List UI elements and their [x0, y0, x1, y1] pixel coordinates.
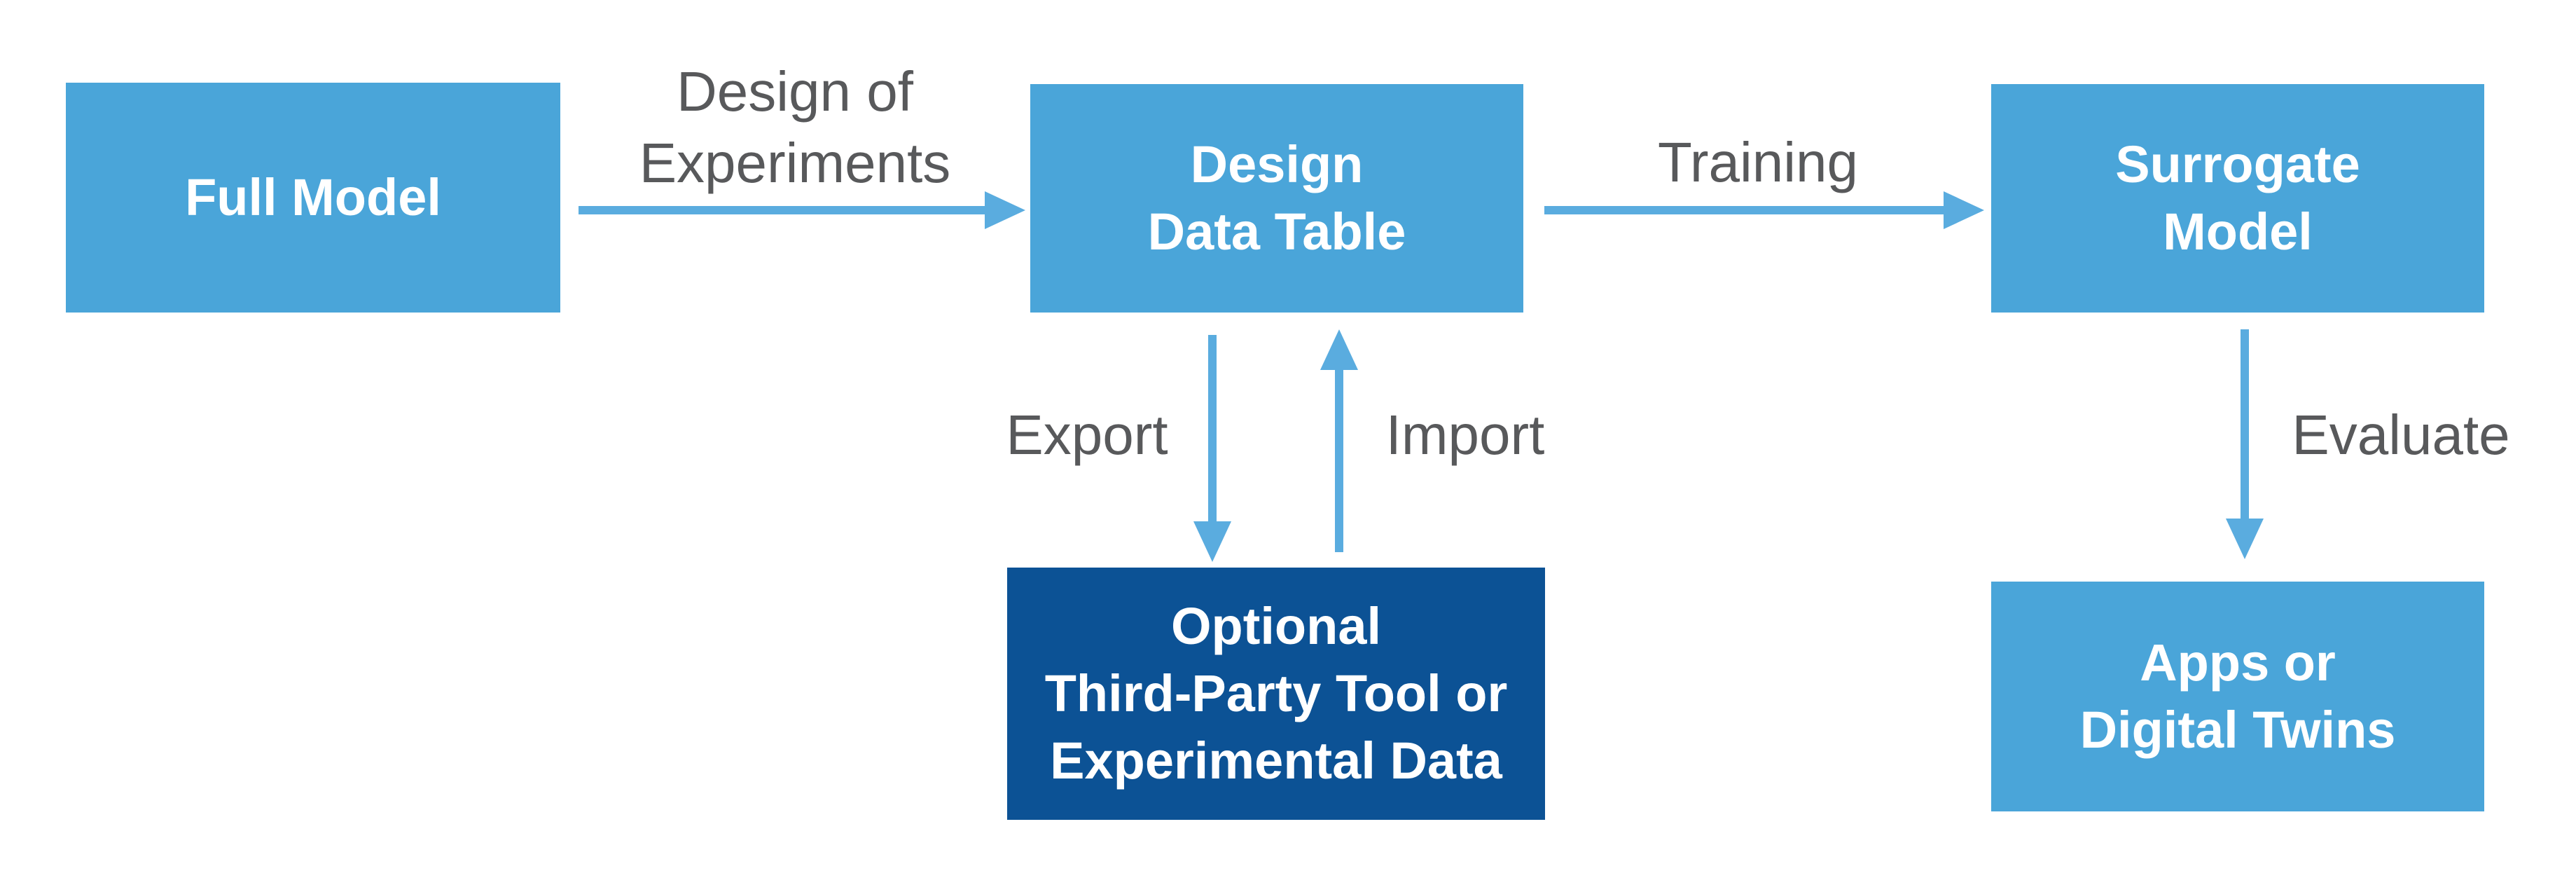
node-label-line: Design: [1190, 135, 1364, 193]
node-label-line: Model: [2163, 203, 2313, 261]
evaluate-label: Evaluate: [2292, 404, 2510, 466]
node-label-line: Data Table: [1147, 203, 1406, 261]
design-of-experiments-label: Design of Experiments: [639, 56, 951, 199]
arrow-head: [1320, 329, 1358, 370]
arrow-shaft: [1208, 335, 1217, 521]
training-label: Training: [1657, 131, 1859, 193]
node-label-line: Optional: [1170, 597, 1382, 655]
arrow-head: [1944, 191, 1984, 229]
node-label-line: Apps or: [2140, 633, 2336, 692]
arrow-shaft: [2241, 329, 2249, 519]
node-label-line: Full Model: [185, 168, 441, 226]
edge-label-line: Experiments: [639, 132, 951, 194]
arrow-head: [2226, 519, 2264, 559]
full-model-node: Full Model: [66, 83, 560, 313]
arrow-head: [985, 191, 1025, 229]
apps-digital-twins-node: Apps or Digital Twins: [1991, 582, 2484, 811]
arrow-shaft: [1544, 206, 1944, 214]
surrogate-model-node: Surrogate Model: [1991, 84, 2484, 313]
arrow-head: [1193, 521, 1231, 562]
node-label-line: Experimental Data: [1050, 732, 1502, 790]
design-data-table-node: Design Data Table: [1030, 84, 1523, 313]
optional-third-party-node: Optional Third-Party Tool or Experimenta…: [1007, 568, 1545, 820]
arrow-shaft: [1335, 370, 1343, 552]
arrow-shaft: [579, 206, 985, 214]
node-label-line: Third-Party Tool or: [1044, 664, 1508, 722]
node-label-line: Surrogate: [2115, 135, 2360, 193]
node-label-line: Digital Twins: [2079, 701, 2396, 759]
edge-label-line: Design of: [677, 60, 913, 123]
import-label: Import: [1385, 404, 1545, 466]
export-label: Export: [1006, 404, 1168, 466]
